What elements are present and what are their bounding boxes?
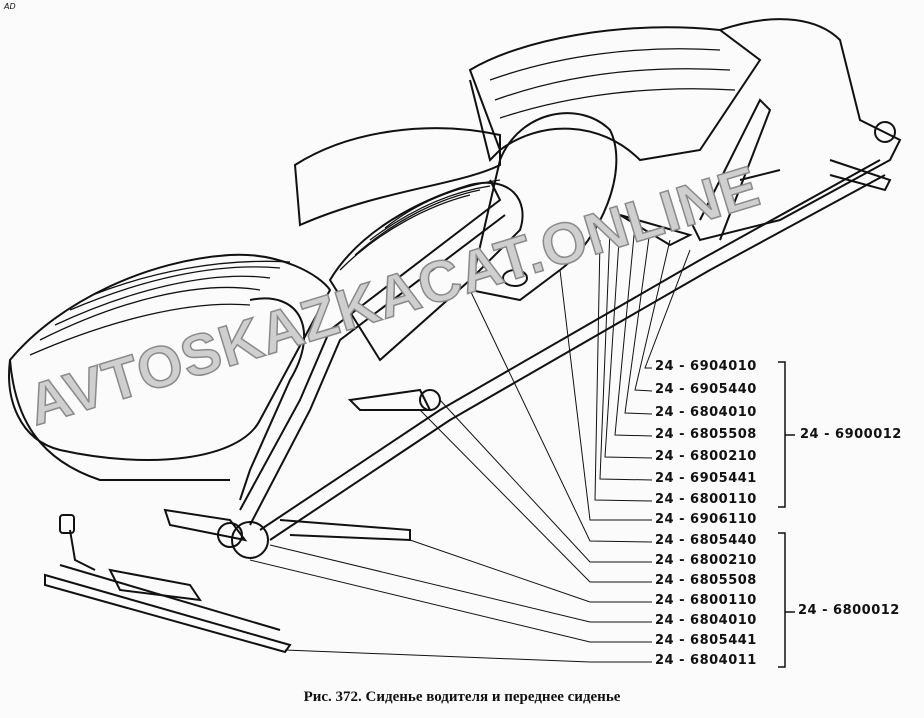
assembly-number-upper: 24 - 6900012: [800, 427, 902, 442]
part-number-label: 24 - 6800110: [655, 492, 757, 507]
part-number-label: 24 - 6906110: [655, 512, 757, 527]
part-number-label: 24 - 6905440: [655, 382, 757, 397]
part-number-label: 24 - 6805508: [655, 427, 757, 442]
figure-caption: Рис. 372. Сиденье водителя и переднее си…: [303, 689, 621, 705]
part-number-label: 24 - 6804010: [655, 613, 757, 628]
part-number-label: 24 - 6804010: [655, 405, 757, 420]
part-number-label: 24 - 6904010: [655, 359, 757, 374]
rear-seat: [468, 18, 902, 242]
backrest: [293, 112, 618, 362]
part-number-label: 24 - 6800210: [655, 449, 757, 464]
corner-mark: AD: [4, 2, 16, 11]
part-number-label: 24 - 6905441: [655, 471, 757, 486]
part-number-label: 24 - 6804011: [655, 653, 757, 668]
part-number-label: 24 - 6800210: [655, 553, 757, 568]
leader-lines: [249, 224, 691, 663]
hinge-mechanism: [163, 98, 892, 559]
seat-cushion: [8, 253, 332, 501]
part-number-label: 24 - 6800110: [655, 593, 757, 608]
part-number-label: 24 - 6805441: [655, 633, 757, 648]
assembly-brackets: [778, 361, 795, 668]
part-number-label: 24 - 6805440: [655, 533, 757, 548]
cushion-ribs: [29, 48, 736, 356]
assembly-number-lower: 24 - 6800012: [798, 603, 900, 618]
seat-runner: [44, 514, 292, 654]
part-number-label: 24 - 6805508: [655, 573, 757, 588]
